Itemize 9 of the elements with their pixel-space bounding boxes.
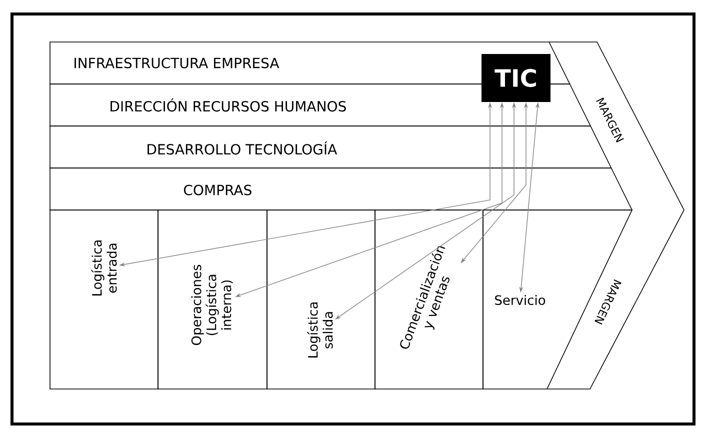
tic-box: TIC (482, 54, 550, 102)
activity-label: Logística entrada (91, 240, 117, 296)
band-label: COMPRAS (184, 184, 252, 196)
band-label: INFRAESTRUCTURA EMPRESA (74, 58, 280, 68)
band-label: DIRECCIÓN RECURSOS HUMANOS (110, 98, 346, 112)
band-label: DESARROLLO TECNOLOGÍA (148, 141, 338, 155)
activity-label: Servicio (495, 294, 546, 306)
activity-label: Operaciones (Logística interna) (191, 264, 233, 346)
activity-label: Logística salida (307, 302, 333, 358)
